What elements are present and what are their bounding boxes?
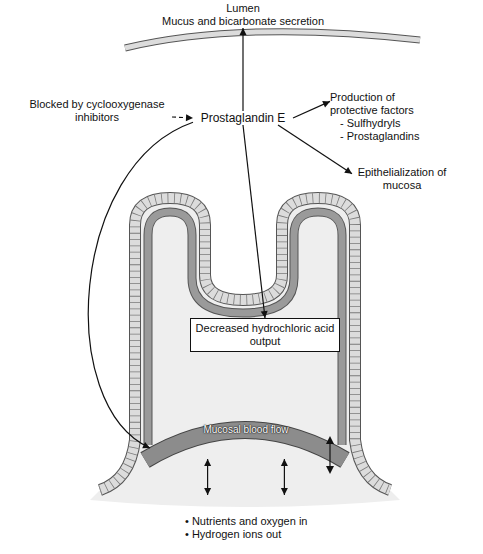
lumen-label: LumenMucus and bicarbonate secretion [123, 2, 363, 28]
arrow-head [281, 488, 288, 495]
capillary-loop-fill [148, 212, 342, 445]
arrow-head [344, 167, 352, 174]
connector-line [242, 28, 243, 111]
mediator-label: Prostaglandin E [193, 111, 293, 125]
mucosa-tissue [90, 198, 400, 507]
node-subtext: • Hydrogen ions out [185, 528, 375, 541]
arrow-head [322, 101, 330, 107]
node-text: Prostaglandin E [193, 111, 293, 125]
node-text: Decreased hydrochloric acid output [195, 322, 335, 348]
connector-arrow [293, 101, 330, 118]
arrow-head [204, 488, 211, 495]
effect-label: Production of protective factors- Sulfhy… [330, 91, 442, 143]
arrow-head [204, 459, 211, 466]
arrow-head [240, 28, 247, 35]
blood-flow-label: Mucosal blood flow [150, 415, 342, 459]
arrow-head [326, 466, 334, 474]
arrow-head [142, 442, 150, 448]
connector-line [88, 122, 193, 448]
node-text: Mucosal blood flow [150, 423, 342, 436]
connector-arrow [204, 459, 211, 495]
node-subtext: Mucus and bicarbonate secretion [123, 15, 363, 28]
arrow-head [261, 311, 268, 318]
node-text: Lumen [123, 2, 363, 15]
connector-arrow [243, 125, 268, 318]
node-text: Production of protective factors [330, 91, 442, 117]
connector-arrow [172, 114, 193, 121]
node-text: Epithelialization of mucosa [352, 166, 452, 192]
epithelium-layer [100, 198, 390, 490]
connector-line [293, 101, 330, 118]
node-text: • Nutrients and oxygen in [185, 515, 375, 528]
node-text: Blocked by cyclooxygenase inhibitors [22, 98, 172, 124]
bullet-list: • Nutrients and oxygen in• Hydrogen ions… [185, 495, 375, 541]
capillary-loop [148, 212, 342, 445]
arrow-head [281, 459, 288, 466]
arrow-head [326, 436, 334, 444]
inhibitor-note: Blocked by cyclooxygenase inhibitors [22, 98, 172, 124]
node-subtext: - Sulfhydryls [330, 117, 442, 130]
connector-arrow [281, 459, 288, 495]
connector-arrow [88, 122, 193, 448]
node-subtext: - Prostaglandins [330, 130, 442, 143]
lumen-membrane [125, 32, 420, 48]
lumen-membrane-fill [125, 32, 420, 48]
epithelial-cells [100, 198, 390, 490]
process-box: Decreased hydrochloric acid output [190, 318, 340, 352]
exchange-arrow [329, 440, 330, 470]
connector-arrow [240, 28, 247, 111]
connector-line [243, 125, 265, 318]
effect-label: Epithelialization of mucosa [352, 166, 452, 192]
epithelium-outline [100, 198, 390, 490]
arrow-head [186, 114, 193, 121]
